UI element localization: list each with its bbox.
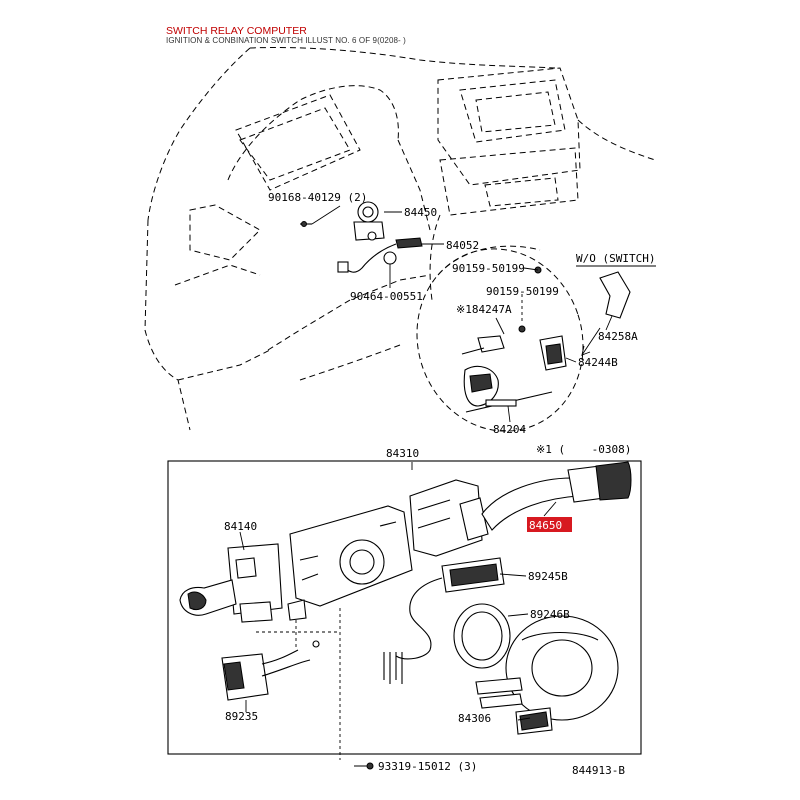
switch-body-84310	[287, 505, 413, 650]
label-84204: 84204	[493, 423, 526, 436]
guide-dashes-lower	[256, 608, 341, 760]
lever-stalk-84140	[179, 543, 283, 623]
label-84306: 84306	[458, 712, 491, 725]
diagram-title: SWITCH RELAY COMPUTER	[166, 25, 307, 37]
label-84052: 84052	[446, 239, 479, 252]
spiral-cable-84306	[475, 615, 619, 735]
label-note-1: ※1 ( -0308)	[536, 443, 631, 456]
label-90159-b: 90159-50199	[486, 285, 559, 298]
wiper-lever-84650	[481, 461, 632, 531]
label-90159-a: 90159-50199	[452, 262, 525, 275]
relay-unit-84310	[409, 479, 489, 557]
label-90464: 90464-00551	[350, 290, 423, 303]
steering-wheel-outline	[416, 245, 584, 432]
label-illust-number: 844913-B	[572, 764, 625, 777]
diagram-subtitle: IGNITION & CONBINATION SWITCH ILLUST NO.…	[166, 36, 406, 45]
leader-lines	[239, 205, 613, 721]
screw-90168-icon	[300, 221, 312, 227]
label-84140: 84140	[224, 520, 257, 533]
label-84450: 84450	[404, 206, 437, 219]
detail-frame	[167, 460, 642, 755]
transponder-amplifier-84052	[337, 237, 423, 273]
label-184247a: ※184247A	[456, 303, 512, 316]
label-89245b: 89245B	[528, 570, 568, 583]
key-reminder-switch	[383, 251, 397, 265]
highlight-84650	[527, 517, 572, 532]
steering-switch-parts	[461, 266, 567, 413]
screw-93319-icon	[354, 762, 374, 770]
label-89246b: 89246B	[530, 608, 570, 621]
label-84310: 84310	[386, 447, 419, 460]
label-84258a: 84258A	[598, 330, 638, 343]
ring-89246b	[453, 603, 511, 669]
dashboard-outline	[144, 47, 656, 431]
label-90168: 90168-40129 (2)	[268, 191, 367, 204]
label-wo-switch: W/O (SWITCH)	[576, 252, 655, 265]
label-93319: 93319-15012 (3)	[378, 760, 477, 773]
label-84244b: 84244B	[578, 356, 618, 369]
part-labels: 90168-40129 (2) 84450 84052 90464-00551 …	[224, 191, 656, 777]
label-84650: 84650	[529, 519, 562, 532]
switch-89235	[221, 640, 320, 701]
ignition-lock-cylinder-assy	[353, 201, 385, 241]
cover-84258a	[580, 271, 631, 356]
label-89235: 89235	[225, 710, 258, 723]
connector-89245b	[383, 557, 505, 684]
